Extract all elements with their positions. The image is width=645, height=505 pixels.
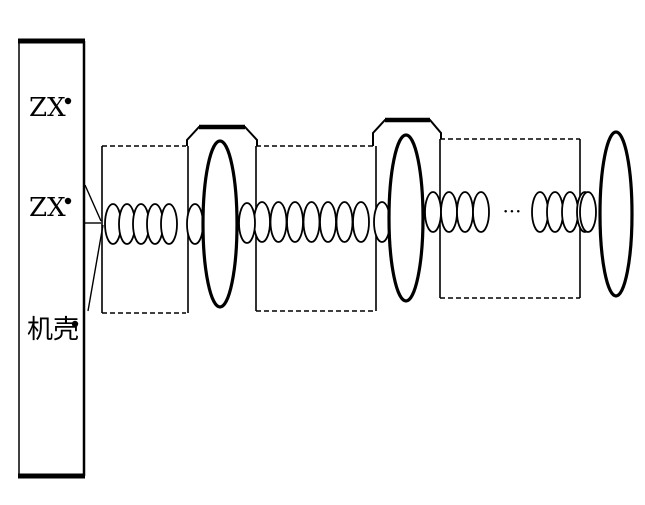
chain-segment — [546, 191, 564, 233]
chain-segment — [160, 203, 178, 245]
chain-segment — [472, 191, 490, 233]
lead-line-zx-top — [84, 184, 102, 222]
chain-segment — [561, 191, 579, 233]
chain-connector-segment — [238, 202, 256, 244]
chain-segment — [286, 201, 304, 243]
terminal-panel — [18, 38, 86, 479]
chain-segment — [302, 201, 321, 243]
chain-segment — [335, 201, 354, 243]
chain-segment — [269, 201, 288, 243]
chain-segments — [104, 191, 597, 245]
terminal-label-zx-2: ZX — [29, 193, 66, 223]
ring-3 — [598, 130, 634, 298]
terminal-dot-chassis — [71, 320, 79, 328]
chain-connector-segment — [579, 191, 597, 233]
chain-segment — [440, 191, 458, 233]
chain-segment — [456, 191, 474, 233]
terminal-dot-zx-1 — [64, 97, 72, 105]
chain-segment — [319, 201, 337, 243]
chain-segment — [352, 201, 370, 243]
chain-segment — [253, 201, 271, 243]
chain-ellipsis: ··· — [502, 199, 521, 223]
ring-2 — [387, 133, 425, 303]
lead-line-chassis — [87, 224, 104, 312]
terminal-dot-zx-2 — [64, 197, 72, 205]
chain-segment — [531, 191, 549, 233]
terminal-label-zx-1: ZX — [29, 93, 66, 123]
terminal-label-chassis: 机壳 — [27, 315, 79, 345]
chain-connector-segment — [186, 203, 204, 245]
chain-segment — [424, 191, 442, 233]
ring-1 — [201, 139, 239, 309]
